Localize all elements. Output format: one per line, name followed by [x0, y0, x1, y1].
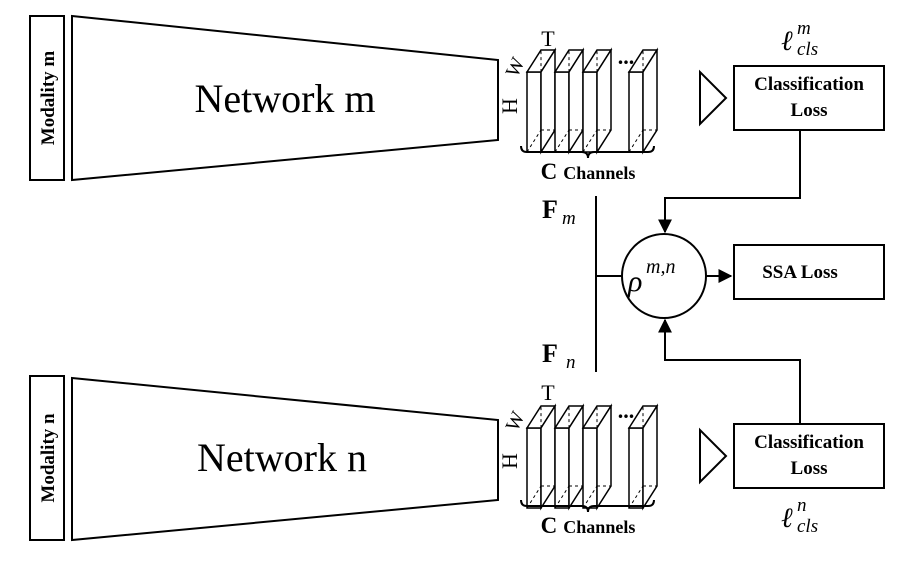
triangle-m: [699, 69, 728, 127]
loss-symbol-n: ℓ n cls: [781, 495, 818, 537]
feature-cube-m-3: [581, 47, 613, 155]
ellipsis-m: ...: [618, 44, 635, 69]
cls-m-to-rho-arrow: [658, 131, 801, 234]
dim-w-label-m: W: [502, 54, 530, 81]
loss-symbol-base-m: ℓ: [781, 26, 793, 57]
classification-loss-line2-n: Loss: [791, 458, 828, 479]
classification-loss-box-n: [733, 423, 885, 489]
loss-symbol-sub-n: cls: [797, 516, 818, 537]
feature-cube-n-3: [581, 403, 613, 511]
modality-m-label: Modality m: [38, 51, 59, 146]
network-n-trapezoid: [71, 376, 499, 542]
channels-brace-m: [520, 145, 655, 159]
channels-c-m: C: [541, 159, 558, 184]
classification-loss-box-m: [733, 65, 885, 131]
classification-loss-line1-m: Classification: [754, 74, 864, 95]
rho-base: ρ: [627, 265, 642, 298]
feature-sub-n: n: [566, 352, 576, 373]
dim-t-label-n: T: [541, 380, 555, 405]
dim-h-label-m: H: [497, 98, 522, 114]
feature-cubes-n: [525, 403, 659, 511]
rho-sup: m,n: [646, 256, 675, 278]
feature-cube-n-1: [525, 403, 557, 511]
modality-m-box: [29, 15, 65, 181]
loss-symbol-sub-m: cls: [797, 39, 818, 60]
feature-cube-m-2: [553, 47, 585, 155]
triangle-n: [699, 427, 728, 485]
feature-label-m: F m: [542, 195, 576, 229]
ellipsis-n: ...: [618, 398, 635, 423]
channels-brace-n: [520, 499, 655, 513]
feature-cube-m-1: [525, 47, 557, 155]
channels-word-n: Channels: [563, 517, 635, 537]
center-section: F m F n ρ m,n SSA Loss: [542, 131, 885, 423]
dim-t-label-m: T: [541, 26, 555, 51]
feature-sub-m: m: [562, 208, 576, 229]
loss-symbol-sup-m: m: [797, 18, 811, 39]
network-m-trapezoid: [71, 14, 499, 182]
classification-loss-line1-n: Classification: [754, 432, 864, 453]
channels-word-m: Channels: [563, 163, 635, 183]
loss-symbol-sup-n: n: [797, 495, 807, 516]
dim-h-label-n: H: [497, 453, 522, 469]
modality-n-box: [29, 375, 65, 541]
modality-n-label: Modality n: [38, 413, 59, 503]
feature-cube-m-4: [627, 47, 659, 155]
network-m-label: Network m: [194, 76, 375, 121]
feature-label-n: F n: [542, 339, 576, 373]
classification-loss-line2-m: Loss: [791, 100, 828, 121]
channels-c-n: C: [541, 513, 558, 538]
feature-cubes-m: [525, 47, 659, 155]
feature-cube-n-2: [553, 403, 585, 511]
loss-symbol-base-n: ℓ: [781, 503, 793, 534]
cls-n-to-rho-arrow: [658, 318, 801, 423]
ssa-loss-box: [733, 244, 885, 300]
feature-base-m: F: [542, 195, 558, 224]
dim-w-label-n: W: [502, 408, 530, 435]
ssa-loss-label: SSA Loss: [762, 262, 838, 283]
network-n-label: Network n: [197, 435, 367, 480]
feature-cube-n-4: [627, 403, 659, 511]
loss-symbol-m: ℓ m cls: [781, 18, 818, 60]
feature-base-n: F: [542, 339, 558, 368]
